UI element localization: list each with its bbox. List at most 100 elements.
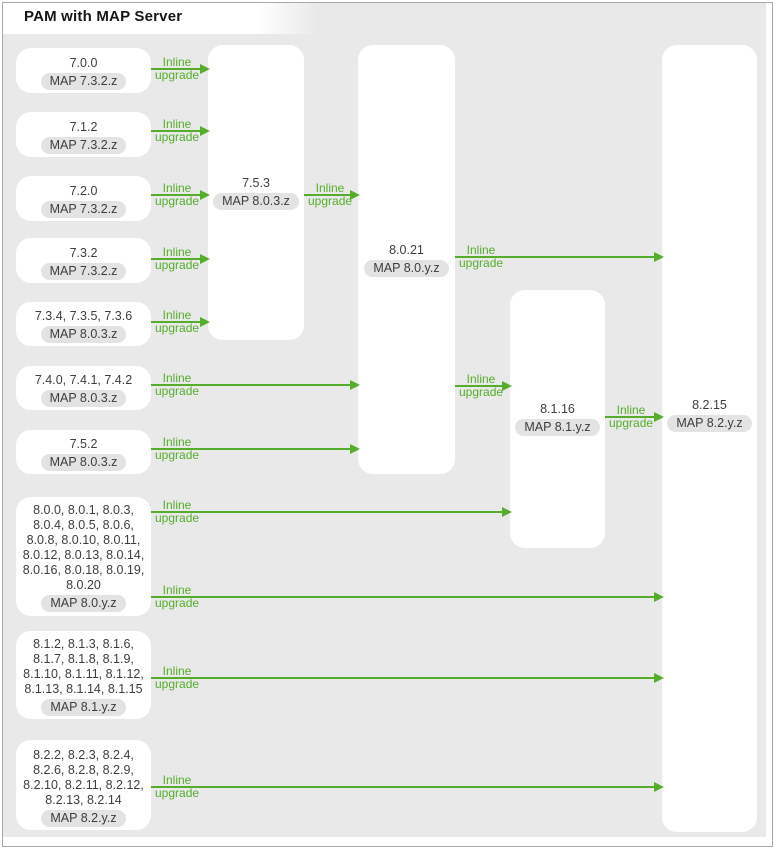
map-version-pill: MAP 8.0.3.z (40, 390, 127, 407)
upgrade-label-line2: upgrade (459, 256, 504, 270)
map-version-pill: MAP 8.0.3.z (213, 192, 299, 210)
arrowhead-icon (200, 126, 210, 136)
upgrade-label-line2: upgrade (459, 385, 504, 399)
arrowhead-icon (200, 64, 210, 74)
node-version-list: 8.0.0, 8.0.1, 8.0.3, 8.0.4, 8.0.5, 8.0.6… (22, 503, 145, 592)
arrowhead-icon (654, 782, 664, 792)
upgrade-arrow-L1-to-M1 (151, 68, 202, 70)
title-band (3, 3, 318, 34)
upgrade-label-line1: Inline (162, 117, 192, 131)
upgrade-label-line1: Inline (162, 308, 192, 322)
upgrade-label-line1: Inline (162, 664, 192, 678)
node-version-list: 8.1.2, 8.1.3, 8.1.6, 8.1.7, 8.1.8, 8.1.9… (23, 637, 144, 696)
node-version-list: 7.3.4, 7.3.5, 7.3.6 (34, 309, 133, 323)
node-version-list: 8.1.16 (540, 402, 575, 416)
upgrade-arrow-L2-to-M1 (151, 130, 202, 132)
upgrade-arrow-M3-to-M4 (605, 416, 656, 418)
arrowhead-icon (502, 381, 512, 391)
arrowhead-icon (654, 252, 664, 262)
upgrade-label-line2: upgrade (155, 448, 200, 462)
upgrade-label-line2: upgrade (155, 786, 200, 800)
version-node-L9: 8.1.2, 8.1.3, 8.1.6, 8.1.7, 8.1.8, 8.1.9… (16, 631, 151, 719)
upgrade-arrow-L5-to-M1 (151, 321, 202, 323)
map-version-pill: MAP 8.0.y.z (364, 259, 449, 277)
node-version-list: 8.0.21 (389, 242, 424, 257)
upgrade-label-line1: Inline (162, 498, 192, 512)
node-version-list: 7.3.2 (69, 246, 98, 260)
upgrade-label-line2: upgrade (155, 68, 200, 82)
node-version-list: 7.2.0 (69, 184, 98, 198)
map-version-pill: MAP 7.3.2.z (40, 263, 127, 280)
arrowhead-icon (654, 592, 664, 602)
map-version-pill: MAP 8.1.y.z (515, 419, 600, 436)
version-node-L8: 8.0.0, 8.0.1, 8.0.3, 8.0.4, 8.0.5, 8.0.6… (16, 497, 151, 616)
upgrade-label-line2: upgrade (155, 130, 200, 144)
upgrade-arrow-L9-to-M4 (151, 677, 656, 679)
arrowhead-icon (200, 190, 210, 200)
node-version-list: 7.5.2 (69, 437, 98, 451)
arrowhead-icon (502, 507, 512, 517)
upgrade-arrow-L8-to-M4 (151, 596, 656, 598)
node-version-list: 7.5.3 (242, 175, 270, 190)
node-version-list: 8.2.15 (692, 398, 727, 412)
page-title: PAM with MAP Server (24, 8, 183, 25)
arrowhead-icon (654, 412, 664, 422)
arrowhead-icon (654, 673, 664, 683)
upgrade-label-line1: Inline (162, 371, 192, 385)
map-version-pill: MAP 8.1.y.z (41, 699, 126, 716)
upgrade-label-line2: upgrade (155, 321, 200, 335)
upgrade-arrow-L3-to-M1 (151, 194, 202, 196)
upgrade-arrow-L7-to-M2 (151, 448, 352, 450)
map-version-pill: MAP 8.0.3.z (40, 454, 127, 471)
node-version-list: 7.1.2 (69, 120, 98, 134)
arrowhead-icon (200, 317, 210, 327)
upgrade-label-line2: upgrade (609, 416, 654, 430)
upgrade-label-line1: Inline (162, 435, 192, 449)
map-version-pill: MAP 8.2.y.z (41, 810, 126, 827)
upgrade-label-line1: Inline (616, 403, 646, 417)
upgrade-arrow-L4-to-M1 (151, 258, 202, 260)
arrowhead-icon (350, 190, 360, 200)
upgrade-label-line1: Inline (162, 181, 192, 195)
node-version-list: 7.0.0 (69, 56, 98, 70)
upgrade-label-line1: Inline (315, 181, 345, 195)
map-version-pill: MAP 7.3.2.z (40, 73, 127, 90)
upgrade-label-line1: Inline (162, 245, 192, 259)
upgrade-arrow-L10-to-M4 (151, 786, 656, 788)
upgrade-arrow-L6-to-M2 (151, 384, 352, 386)
map-version-pill: MAP 7.3.2.z (40, 201, 127, 218)
upgrade-label-line1: Inline (466, 372, 496, 386)
version-node-L10: 8.2.2, 8.2.3, 8.2.4, 8.2.6, 8.2.8, 8.2.9… (16, 740, 151, 830)
node-version-list: 8.2.2, 8.2.3, 8.2.4, 8.2.6, 8.2.8, 8.2.9… (23, 748, 144, 807)
arrowhead-icon (350, 380, 360, 390)
map-version-pill: MAP 8.0.y.z (41, 595, 126, 612)
upgrade-label-line2: upgrade (155, 258, 200, 272)
arrowhead-icon (200, 254, 210, 264)
upgrade-label-line2: upgrade (155, 384, 200, 398)
upgrade-arrow-M2-to-M3 (455, 385, 504, 387)
map-version-pill: MAP 7.3.2.z (40, 137, 127, 154)
upgrade-label-line2: upgrade (155, 194, 200, 208)
node-version-list: 7.4.0, 7.4.1, 7.4.2 (34, 373, 133, 387)
